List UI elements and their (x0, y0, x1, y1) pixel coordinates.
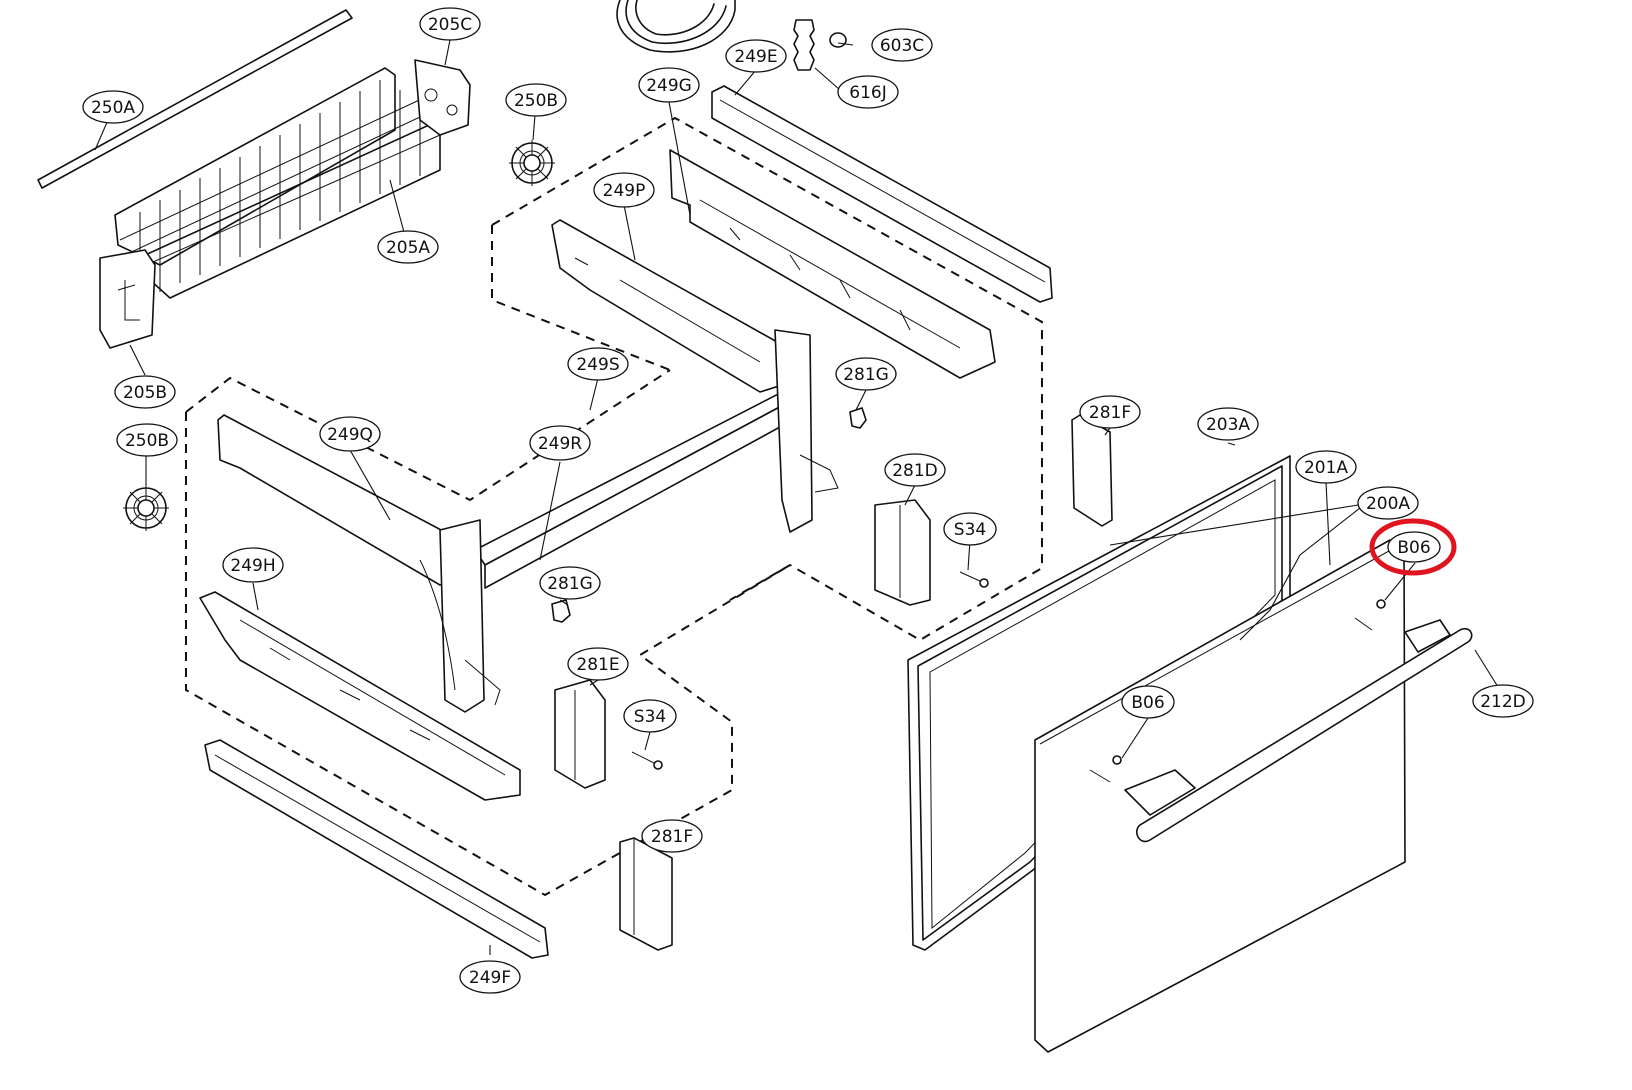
label-281d: 281D (884, 453, 946, 487)
svg-text:249H: 249H (230, 556, 275, 576)
label-249h: 249H (222, 547, 284, 583)
svg-text:B06: B06 (1131, 693, 1164, 713)
label-281f-top: 281F (1079, 395, 1141, 429)
label-s34-bottom: S34 (623, 699, 677, 733)
svg-text:249E: 249E (734, 47, 777, 67)
label-249r: 249R (529, 425, 591, 461)
svg-text:S34: S34 (634, 707, 666, 727)
label-281f-bottom: 281F (641, 819, 703, 853)
svg-text:249P: 249P (603, 181, 646, 201)
part-249g-bracket (669, 149, 996, 379)
dashed-group-upper (491, 116, 1043, 642)
label-249f: 249F (459, 960, 521, 994)
svg-text:249R: 249R (538, 434, 582, 454)
label-281e: 281E (567, 647, 629, 681)
svg-text:616J: 616J (849, 83, 886, 103)
part-s34-screw-top (959, 571, 989, 588)
svg-text:281G: 281G (547, 574, 593, 594)
label-249e: 249E (725, 39, 787, 73)
part-s34-screw-bottom (631, 751, 663, 770)
part-281d-cover (874, 499, 931, 606)
svg-text:205A: 205A (386, 238, 430, 258)
svg-text:250B: 250B (514, 91, 558, 111)
svg-text:249S: 249S (576, 355, 619, 375)
part-249e-rail (711, 85, 1053, 303)
label-249s: 249S (567, 347, 629, 381)
part-281g-screw-top (849, 407, 867, 429)
label-249p: 249P (593, 172, 655, 208)
label-200a: 200A (1357, 486, 1419, 520)
label-b06-lower: B06 (1121, 685, 1175, 719)
label-281g-mid: 281G (539, 566, 601, 600)
label-250b-top: 250B (505, 83, 567, 117)
label-616j: 616J (837, 75, 899, 109)
svg-text:281G: 281G (843, 365, 889, 385)
svg-text:250B: 250B (125, 431, 169, 451)
part-b06-screw-lower (1089, 755, 1122, 783)
part-281g-screw-mid (551, 599, 571, 623)
svg-text:205C: 205C (428, 15, 472, 35)
label-b06-highlighted: B06 (1369, 518, 1457, 576)
label-205b: 205B (114, 375, 176, 409)
dashed-group-lower (185, 369, 791, 897)
svg-text:203A: 203A (1206, 415, 1250, 435)
svg-text:281F: 281F (1089, 403, 1131, 423)
svg-text:205B: 205B (123, 383, 167, 403)
svg-text:201A: 201A (1304, 458, 1348, 478)
part-205a-wire-basket (114, 67, 441, 299)
part-249q-rail (217, 414, 501, 713)
label-281g-top: 281G (835, 357, 897, 391)
label-250a: 250A (82, 90, 144, 124)
svg-text:212D: 212D (1480, 692, 1526, 712)
label-201a: 201A (1295, 450, 1357, 484)
part-616j-fitting (793, 19, 815, 71)
part-250b-gear-top (509, 140, 555, 186)
part-249h-bracket (199, 591, 521, 801)
label-250b-left: 250B (116, 423, 178, 457)
highlight-circle (1369, 518, 1457, 576)
part-205b-end-cap (99, 249, 156, 349)
svg-text:603C: 603C (880, 36, 924, 56)
svg-text:250A: 250A (91, 98, 135, 118)
svg-text:B06: B06 (1397, 538, 1430, 558)
svg-text:249G: 249G (646, 76, 692, 96)
svg-text:281F: 281F (651, 827, 693, 847)
svg-text:281D: 281D (892, 461, 938, 481)
label-249g: 249G (638, 67, 700, 103)
label-s34-top: S34 (943, 512, 997, 546)
part-212d-door-handle (1124, 619, 1473, 843)
svg-text:S34: S34 (954, 520, 986, 540)
part-250a-strip (37, 9, 353, 189)
part-tube-coil (616, 0, 736, 53)
part-249r-crossbar (474, 329, 839, 589)
label-603c: 603C (871, 28, 933, 62)
part-b06-screw-upper (1354, 599, 1386, 631)
label-205c: 205C (419, 7, 481, 41)
svg-text:249F: 249F (469, 968, 511, 988)
label-212d: 212D (1472, 684, 1534, 718)
label-203a: 203A (1197, 407, 1259, 441)
part-250b-gear-left (123, 485, 169, 531)
svg-text:281E: 281E (576, 655, 619, 675)
label-249q: 249Q (319, 416, 381, 452)
svg-text:200A: 200A (1366, 494, 1410, 514)
svg-text:249Q: 249Q (327, 425, 373, 445)
part-281f-cover-bottom (619, 837, 673, 951)
part-205c-end-cap (414, 59, 471, 136)
part-249f-rail (204, 739, 549, 959)
part-281e-cover (554, 679, 606, 789)
part-281f-cover-top (1071, 414, 1113, 527)
label-205a: 205A (377, 230, 439, 264)
part-603c-clip (829, 32, 847, 48)
